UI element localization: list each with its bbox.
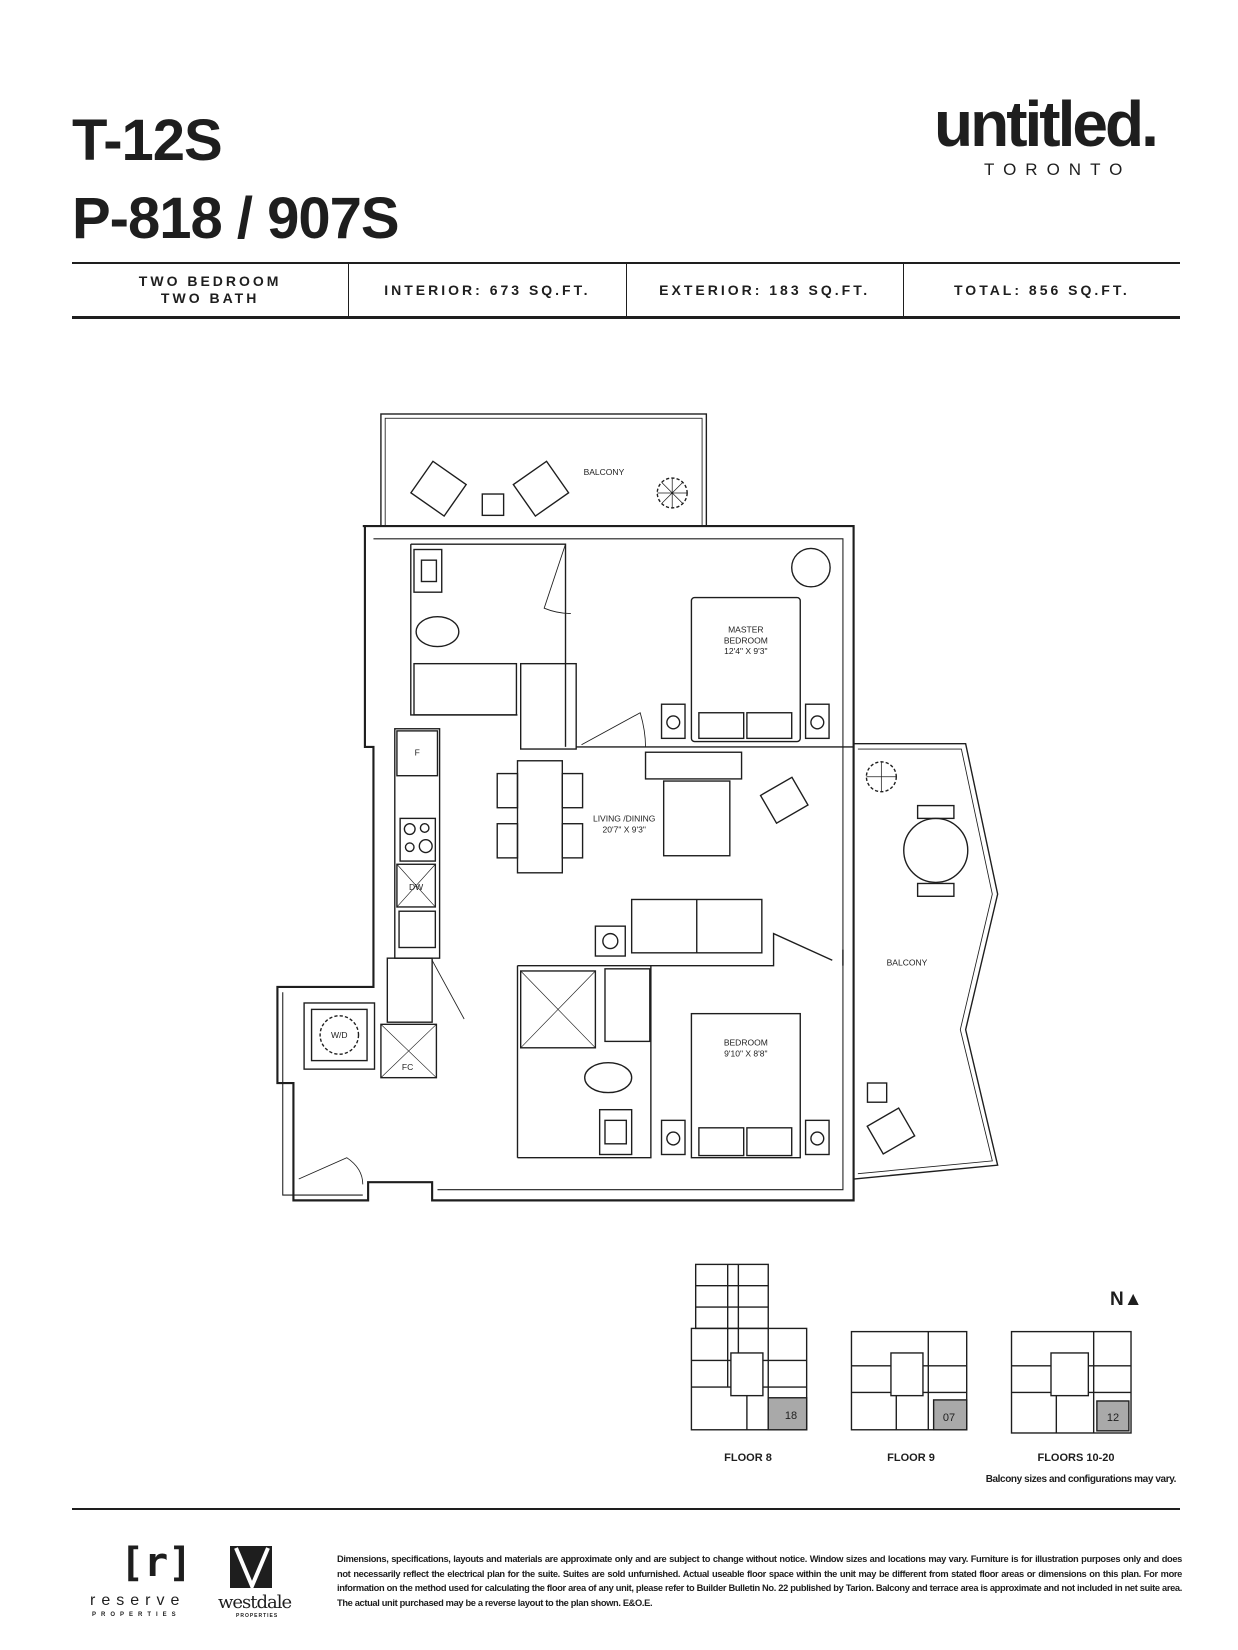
shower-icon [520, 970, 597, 1049]
coffee-table-icon [662, 780, 731, 857]
closet [604, 968, 651, 1043]
dining-table-icon [516, 760, 564, 874]
bed-icon [690, 1012, 801, 1159]
sink-icon [398, 910, 437, 949]
washer-dryer-icon [319, 1015, 360, 1055]
interior-area: INTERIOR: 673 SQ.FT. [348, 264, 625, 316]
key-plan-label: FLOOR 8 [724, 1452, 772, 1464]
balcony-table-icon [903, 817, 969, 884]
westdale-logo-mark [230, 1546, 272, 1592]
reserve-sub: PROPERTIES [92, 1612, 181, 1618]
bathtub-icon [413, 662, 518, 716]
master-bedroom-name1: MASTER [728, 625, 764, 635]
suite-numbers: P-818 / 907S [72, 186, 400, 251]
unit-type-baths: TWO BATH [160, 290, 260, 306]
reserve-name: reserve [90, 1592, 186, 1609]
north-indicator: N▲ [1110, 1289, 1143, 1311]
front-closet [380, 1023, 438, 1079]
brand-city: TORONTO [984, 160, 1132, 179]
key-plan-note: Balcony sizes and configurations may var… [985, 1474, 1177, 1485]
brand-logo: untitled. [934, 88, 1159, 160]
westdale-name: westdale [218, 1592, 292, 1613]
plant-icon [656, 477, 688, 509]
closet [520, 662, 577, 750]
armchair-icon [759, 776, 809, 825]
kitchen-counter [394, 728, 441, 959]
key-plan-label: FLOOR 9 [887, 1452, 935, 1464]
bedroom-dims: 9'10" X 8'8" [724, 1048, 767, 1058]
balcony-chair-icon [866, 1107, 916, 1155]
living-dining-name: LIVING /DINING [593, 814, 655, 824]
key-unit-12: 12 [1107, 1412, 1119, 1424]
total-area: TOTAL: 856 SQ.FT. [902, 264, 1180, 316]
master-bedroom-dims: 12'4" X 9'3" [724, 646, 767, 656]
fridge-label: F [415, 747, 420, 757]
north-arrow-icon: ▲ [1123, 1289, 1143, 1310]
westdale-sub: PROPERTIES [236, 1613, 279, 1619]
key-unit-18: 18 [785, 1410, 797, 1422]
dishwasher-label: DW [409, 882, 424, 892]
reserve-logo: [r] [120, 1540, 193, 1586]
key-plan-floor-8 [690, 1263, 808, 1431]
key-plan-label: FLOORS 10-20 [1037, 1452, 1114, 1464]
north-label: N [1110, 1289, 1124, 1310]
exterior-walls [276, 524, 855, 1202]
balcony-top-label: BALCONY [584, 467, 625, 477]
master-bedroom-name2: BEDROOM [724, 635, 768, 645]
cooktop-icon [399, 817, 437, 862]
footer-divider [72, 1508, 1180, 1510]
side-table-icon [481, 493, 505, 517]
unit-code: T-12S [72, 108, 223, 173]
key-plan-floors-10-20 [1010, 1330, 1132, 1434]
right-balcony [853, 743, 999, 1180]
balcony-chair-icon [512, 460, 570, 518]
tv-unit-icon [644, 751, 743, 780]
top-balcony [380, 413, 708, 527]
front-closet-label: FC [402, 1062, 413, 1072]
living-dining-dims: 20'7" X 9'3" [602, 824, 645, 834]
key-plan-floor-9 [850, 1330, 968, 1431]
master-bed-icon [690, 596, 801, 743]
balcony-right-label: BALCONY [887, 958, 928, 968]
balcony-chair-icon [409, 460, 468, 518]
unit-type-bedrooms: TWO BEDROOM [138, 273, 282, 289]
disclaimer: Dimensions, specifications, layouts and … [337, 1554, 1182, 1608]
side-table-icon [866, 1082, 888, 1103]
entry-door [298, 1157, 364, 1185]
key-unit-07: 07 [943, 1412, 955, 1424]
plant-icon [865, 761, 897, 793]
bedroom-name: BEDROOM [724, 1038, 768, 1048]
washer-dryer-label: W/D [331, 1030, 348, 1040]
exterior-area: EXTERIOR: 183 SQ.FT. [625, 264, 903, 316]
